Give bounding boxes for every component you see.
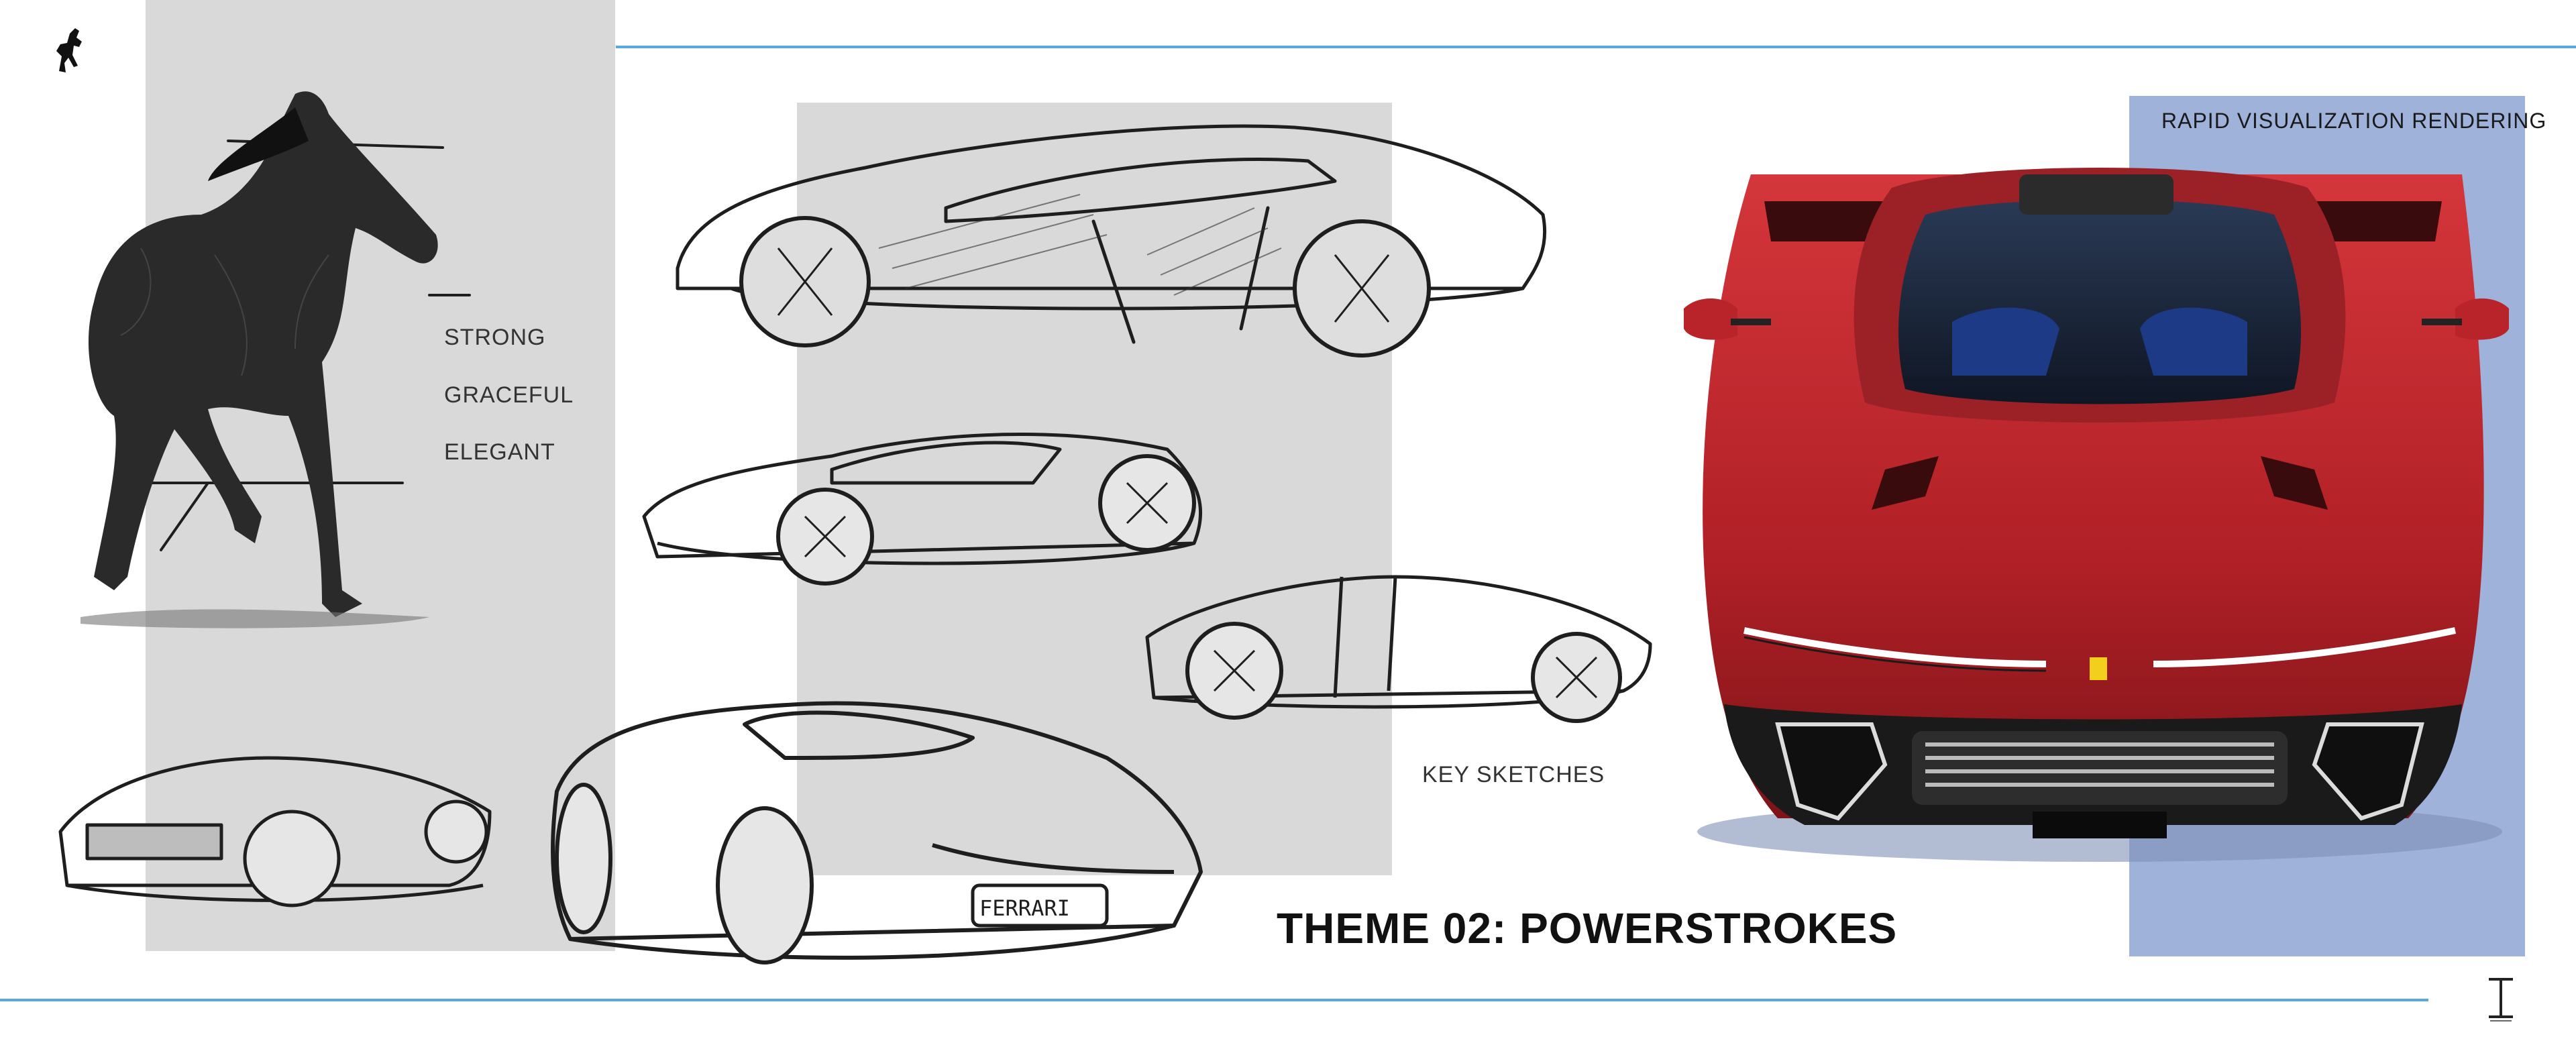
- horse-sketch: [80, 91, 471, 628]
- keyword-graceful: GRACEFUL: [444, 382, 574, 408]
- theme-title: THEME 02: POWERSTROKES: [1277, 904, 1898, 952]
- car-sketch-side-middle: [642, 433, 1203, 586]
- studio-mark-icon: [2489, 978, 2513, 1022]
- keyword-strong: STRONG: [444, 325, 546, 350]
- center-gray-panel: [797, 103, 1392, 875]
- car-sketch-side-top: [676, 124, 1547, 357]
- top-rule: [616, 46, 2576, 48]
- car-sketch-rear-large: FERRARI: [551, 701, 1203, 964]
- prancing-horse-logo-icon: [56, 28, 82, 72]
- bottom-rule: [0, 999, 2428, 1001]
- car-sketch-side-right: [1145, 575, 1652, 723]
- keyword-elegant: ELEGANT: [444, 439, 555, 465]
- car-sketch-rear-small: [58, 756, 492, 907]
- key-sketches-label: KEY SKETCHES: [1422, 762, 1605, 787]
- rendering-label: RAPID VISUALIZATION RENDERING: [2161, 109, 2547, 133]
- plate-text: FERRARI: [979, 895, 1070, 921]
- red-car-rendering: [1684, 168, 2509, 862]
